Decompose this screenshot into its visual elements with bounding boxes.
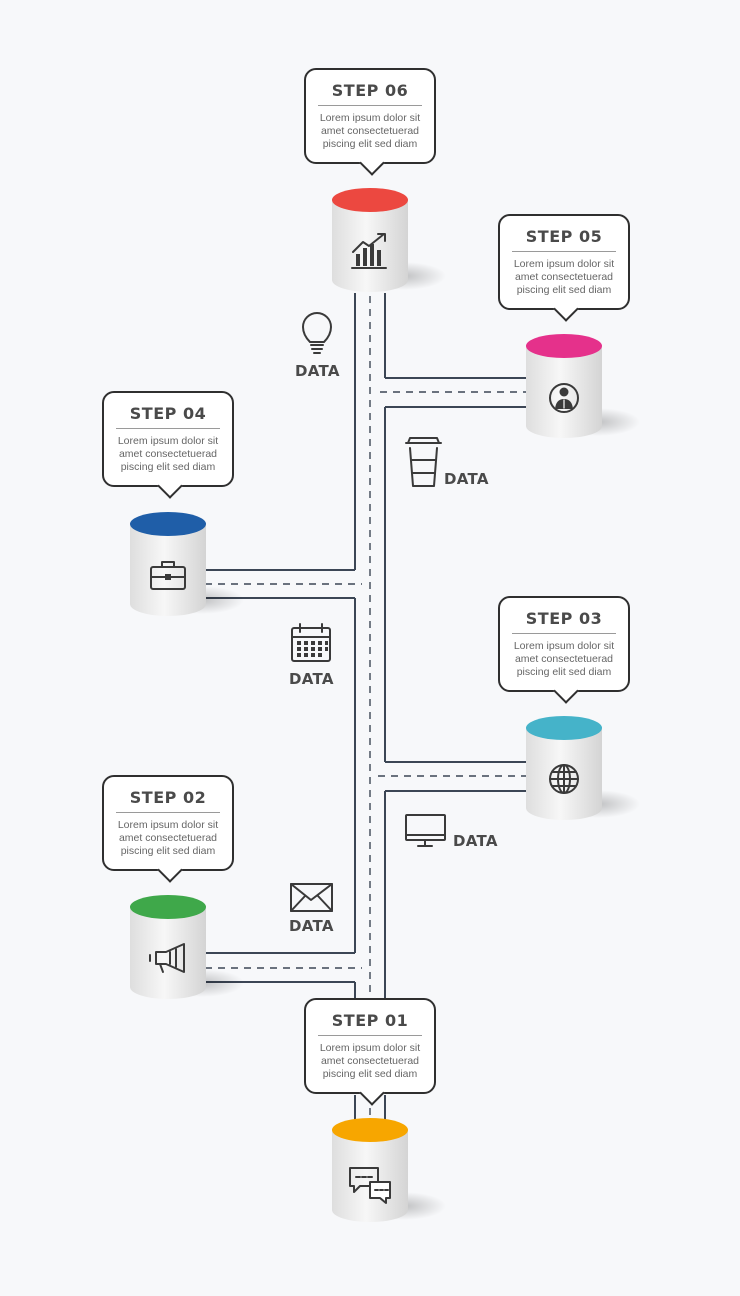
- step-03-title: STEP 03: [512, 609, 616, 634]
- step-01-text: Lorem ipsum dolor sit amet consectetuera…: [319, 1042, 421, 1080]
- cylinder-top: [526, 334, 602, 358]
- icons: [149, 233, 579, 1204]
- branch-step03: [385, 761, 527, 792]
- step-04-title: STEP 04: [116, 404, 220, 429]
- calendar-icon: [291, 623, 331, 662]
- cylinder-top: [526, 716, 602, 740]
- step-03-text: Lorem ipsum dolor sit amet consectetuera…: [513, 640, 615, 678]
- cylinder-top: [332, 1118, 408, 1142]
- step-06-text: Lorem ipsum dolor sit amet consectetuera…: [319, 112, 421, 150]
- growth-chart-icon: [351, 233, 387, 269]
- step-05-text: Lorem ipsum dolor sit amet consectetuera…: [513, 258, 615, 296]
- step-05-cylinder: [526, 334, 640, 438]
- data-label-envelope: DATA: [289, 917, 334, 935]
- coffee-cup-icon: [405, 437, 442, 487]
- step-03-callout: STEP 03 Lorem ipsum dolor sit amet conse…: [498, 596, 630, 692]
- globe-icon: [549, 764, 579, 794]
- branch-step05: [385, 377, 527, 408]
- cylinder-top: [130, 895, 206, 919]
- step-04-callout: STEP 04 Lorem ipsum dolor sit amet conse…: [102, 391, 234, 487]
- step-05-callout: STEP 05 Lorem ipsum dolor sit amet conse…: [498, 214, 630, 310]
- briefcase-icon: [150, 561, 186, 590]
- road-bottom-stub: [354, 1095, 386, 1120]
- data-label-monitor: DATA: [453, 832, 498, 850]
- step-06-cylinder: [332, 188, 446, 292]
- step-02-title: STEP 02: [116, 788, 220, 813]
- road-network: [205, 293, 527, 1120]
- cylinder-body: [130, 524, 206, 616]
- monitor-icon: [405, 814, 446, 847]
- data-label-calendar: DATA: [289, 670, 334, 688]
- step-06-title: STEP 06: [318, 81, 422, 106]
- step-03-cylinder: [526, 716, 640, 820]
- lightbulb-icon: [302, 312, 332, 354]
- businessman-icon: [549, 383, 579, 413]
- data-label-lightbulb: DATA: [295, 362, 340, 380]
- step-04-text: Lorem ipsum dolor sit amet consectetuera…: [117, 435, 219, 473]
- step-02-cylinder: [130, 895, 244, 999]
- megaphone-icon: [149, 943, 185, 973]
- step-06-callout: STEP 06 Lorem ipsum dolor sit amet conse…: [304, 68, 436, 164]
- cylinder-top: [332, 188, 408, 212]
- step-01-callout: STEP 01 Lorem ipsum dolor sit amet conse…: [304, 998, 436, 1094]
- data-label-coffee: DATA: [444, 470, 489, 488]
- cylinder-top: [130, 512, 206, 536]
- chat-bubbles-icon: [349, 1167, 391, 1204]
- step-05-title: STEP 05: [512, 227, 616, 252]
- step-02-text: Lorem ipsum dolor sit amet consectetuera…: [117, 819, 219, 857]
- cylinder-body: [130, 907, 206, 999]
- step-01-title: STEP 01: [318, 1011, 422, 1036]
- step-04-cylinder: [130, 512, 244, 616]
- envelope-icon: [290, 883, 333, 912]
- step-02-callout: STEP 02 Lorem ipsum dolor sit amet conse…: [102, 775, 234, 871]
